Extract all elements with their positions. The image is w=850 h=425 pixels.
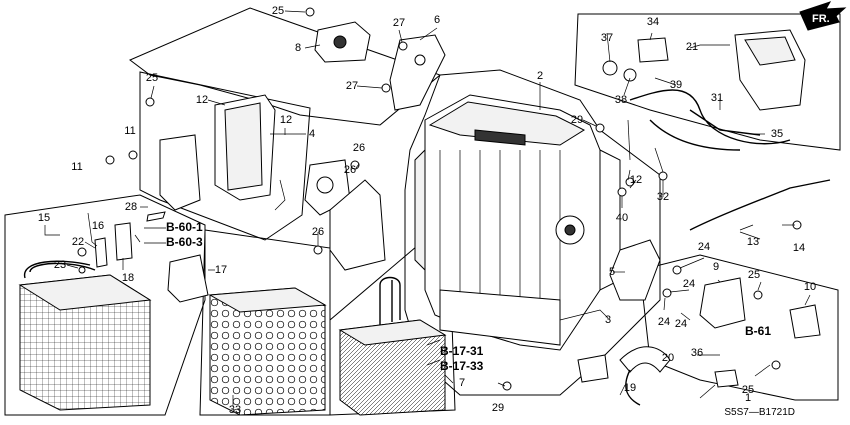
part-number-16: 16 — [92, 220, 104, 232]
evaporator-core — [18, 260, 152, 411]
part-number-37: 37 — [601, 32, 613, 44]
part-number-28: 28 — [125, 201, 137, 213]
part-number-24: 24 — [698, 241, 710, 253]
small-parts — [77, 211, 739, 388]
part-number-26-2: 26 — [344, 164, 356, 176]
sub-harness — [602, 29, 806, 151]
part-number-36: 36 — [691, 347, 703, 359]
diagram-code: S5S7—B1721D — [724, 407, 795, 418]
reference-b-17-33: B-17-33 — [440, 359, 484, 373]
part-number-10: 10 — [804, 281, 816, 293]
link-assembly — [304, 159, 386, 271]
part-number-13: 13 — [747, 236, 759, 248]
front-direction-label: FR. — [812, 13, 830, 25]
part-number-27-2: 27 — [346, 80, 358, 92]
part-number-2: 2 — [537, 70, 543, 82]
reference-b-60-1: B-60-1 — [166, 220, 203, 234]
part-number-20: 20 — [662, 352, 674, 364]
part-number-9: 9 — [713, 261, 719, 273]
part-number-11-2: 11 — [71, 161, 82, 173]
reference-b-61: B-61 — [745, 324, 771, 338]
part-number-5: 5 — [609, 266, 615, 278]
mode-motor-assembly — [314, 21, 446, 111]
part-number-29-2: 29 — [492, 402, 504, 414]
part-number-12-2: 12 — [280, 114, 292, 126]
part-number-1: 1 — [745, 392, 751, 404]
part-number-38: 38 — [615, 94, 627, 106]
part-number-19: 19 — [624, 382, 636, 394]
cooling-unit-bracket — [159, 94, 286, 211]
part-number-7: 7 — [459, 377, 465, 389]
part-number-34: 34 — [647, 16, 659, 28]
leader-lines — [44, 10, 811, 406]
reference-b-60-3: B-60-3 — [166, 235, 203, 249]
part-number-23: 23 — [54, 259, 66, 271]
heater-core — [338, 276, 447, 416]
part-number-17: 17 — [215, 264, 227, 276]
part-number-25-3: 25 — [748, 269, 760, 281]
part-number-25-4: 25 — [742, 384, 754, 396]
part-number-25-2: 25 — [146, 72, 158, 84]
reference-labels: B-60-1B-60-3B-17-31B-17-33 B-61 — [166, 220, 771, 373]
part-number-25: 25 — [272, 5, 284, 17]
part-number-39: 39 — [670, 79, 682, 91]
part-number-26-3: 26 — [312, 226, 324, 238]
part-number-11: 11 — [124, 125, 135, 137]
part-number-29: 29 — [571, 114, 583, 126]
part-number-12-3: 12 — [630, 174, 642, 186]
part-number-24-2: 24 — [683, 278, 695, 290]
aspirator-hose — [619, 179, 831, 406]
part-number-21: 21 — [686, 41, 698, 53]
part-number-33: 33 — [229, 404, 241, 416]
part-number-24-4: 24 — [675, 318, 687, 330]
part-number-15: 15 — [38, 212, 50, 224]
part-number-14: 14 — [793, 242, 805, 254]
fastener-bolts — [105, 7, 802, 391]
part-number-8: 8 — [295, 42, 301, 54]
part-number-22: 22 — [72, 236, 84, 248]
part-number-35: 35 — [771, 128, 783, 140]
part-number-4: 4 — [309, 128, 315, 140]
part-number-6: 6 — [434, 14, 440, 26]
part-number-27: 27 — [393, 17, 405, 29]
part-number-12: 12 — [196, 94, 208, 106]
part-number-18: 18 — [122, 272, 134, 284]
part-number-31: 31 — [711, 92, 723, 104]
part-number-26: 26 — [353, 142, 365, 154]
heater-case — [414, 94, 621, 351]
part-number-3: 3 — [605, 314, 611, 326]
front-direction-arrow — [799, 1, 847, 31]
part-number-24-3: 24 — [658, 316, 670, 328]
filter-case — [208, 287, 327, 416]
part-number-32: 32 — [657, 191, 669, 203]
part-number-40: 40 — [616, 212, 628, 224]
reference-b-17-31: B-17-31 — [440, 344, 484, 358]
blend-door-motor — [609, 239, 821, 339]
